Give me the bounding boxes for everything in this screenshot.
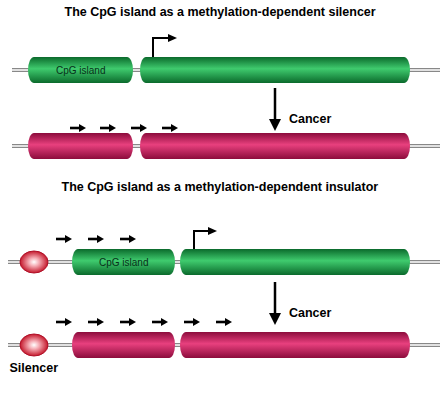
transition-label: Cancer [289, 306, 331, 320]
box-label: CpG island [56, 65, 105, 76]
cancer-arrow [269, 282, 281, 325]
panel-heading: The CpG island as a methylation-dependen… [62, 180, 379, 194]
cancer-arrow [269, 88, 281, 131]
element-label: Silencer [10, 361, 59, 375]
cpg-island-box: CpG island [72, 249, 175, 275]
dna-row [12, 124, 440, 159]
cpg-island-box: CpG island [28, 57, 133, 83]
dna-row [8, 227, 440, 275]
dna-row [8, 318, 440, 358]
transition-label: Cancer [289, 112, 331, 126]
panel-heading: The CpG island as a methylation-dependen… [65, 5, 376, 19]
silencer-element: Silencer [6, 333, 62, 393]
box-label: CpG island [99, 257, 148, 268]
dna-row [12, 34, 440, 83]
